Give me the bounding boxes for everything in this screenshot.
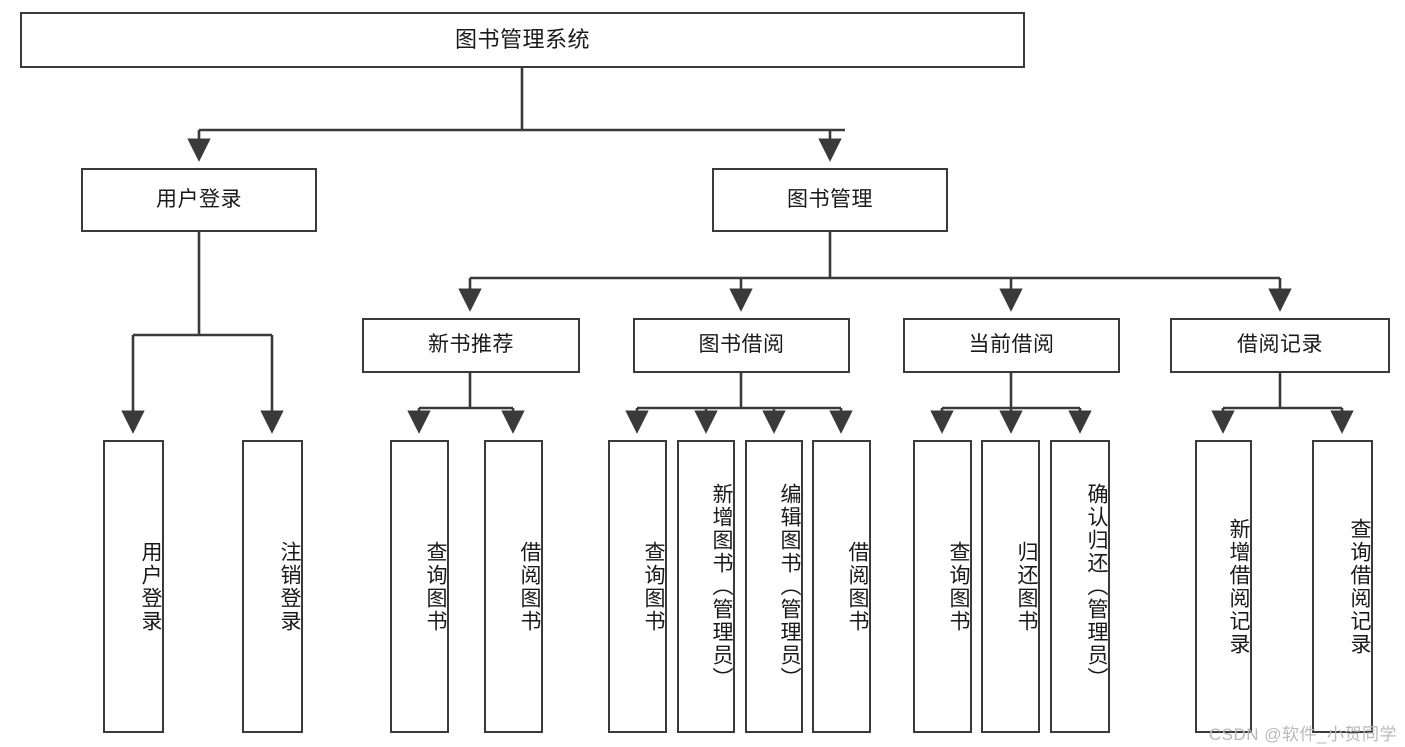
- leaf-book-borrow-edit[interactable]: 编辑图书（管理员）: [745, 440, 803, 733]
- leaf-book-borrow-query[interactable]: 查询图书: [608, 440, 667, 733]
- leaf-book-borrow-borrow[interactable]: 借阅图书: [812, 440, 871, 733]
- node-label: 图书借阅: [698, 333, 785, 357]
- node-label: 新增借阅记录: [1227, 517, 1250, 656]
- node-current-borrow[interactable]: 当前借阅: [903, 318, 1120, 373]
- node-user-login[interactable]: 用户登录: [81, 168, 317, 232]
- node-label: 新增图书（管理员）: [710, 483, 733, 690]
- node-label: 图书管理系统: [454, 27, 590, 53]
- node-label: 用户登录: [139, 540, 162, 633]
- node-label: 查询借阅记录: [1348, 517, 1371, 656]
- node-book-borrow[interactable]: 图书借阅: [633, 318, 850, 373]
- leaf-borrow-record-query[interactable]: 查询借阅记录: [1312, 440, 1373, 733]
- leaf-current-borrow-return[interactable]: 归还图书: [981, 440, 1040, 733]
- node-borrow-record[interactable]: 借阅记录: [1170, 318, 1390, 373]
- node-label: 新书推荐: [428, 333, 514, 357]
- leaf-new-book-borrow[interactable]: 借阅图书: [484, 440, 543, 733]
- node-root-system[interactable]: 图书管理系统: [20, 12, 1025, 68]
- node-label: 查询图书: [424, 540, 447, 633]
- node-label: 图书管理: [787, 187, 873, 211]
- node-label: 用户登录: [156, 187, 242, 211]
- node-new-book-recommend[interactable]: 新书推荐: [362, 318, 580, 373]
- node-label: 查询图书: [642, 540, 665, 633]
- node-book-management[interactable]: 图书管理: [712, 168, 948, 232]
- node-label: 编辑图书（管理员）: [778, 483, 801, 690]
- watermark-text: CSDN @软件_小贺同学: [1208, 725, 1397, 744]
- node-label: 借阅图书: [846, 540, 869, 633]
- node-label: 确认归还（管理员）: [1085, 483, 1108, 690]
- node-label: 借阅图书: [518, 540, 541, 633]
- leaf-new-book-query[interactable]: 查询图书: [390, 440, 449, 733]
- leaf-borrow-record-add[interactable]: 新增借阅记录: [1195, 440, 1252, 733]
- leaf-current-borrow-query[interactable]: 查询图书: [913, 440, 972, 733]
- node-label: 注销登录: [278, 540, 301, 633]
- node-label: 查询图书: [947, 540, 970, 633]
- node-label: 归还图书: [1015, 540, 1038, 633]
- node-label: 当前借阅: [968, 333, 1055, 357]
- leaf-user-login-logout[interactable]: 注销登录: [242, 440, 303, 733]
- leaf-current-borrow-confirm[interactable]: 确认归还（管理员）: [1050, 440, 1110, 733]
- leaf-book-borrow-add[interactable]: 新增图书（管理员）: [677, 440, 735, 733]
- node-label: 借阅记录: [1237, 333, 1323, 357]
- leaf-user-login-login[interactable]: 用户登录: [103, 440, 164, 733]
